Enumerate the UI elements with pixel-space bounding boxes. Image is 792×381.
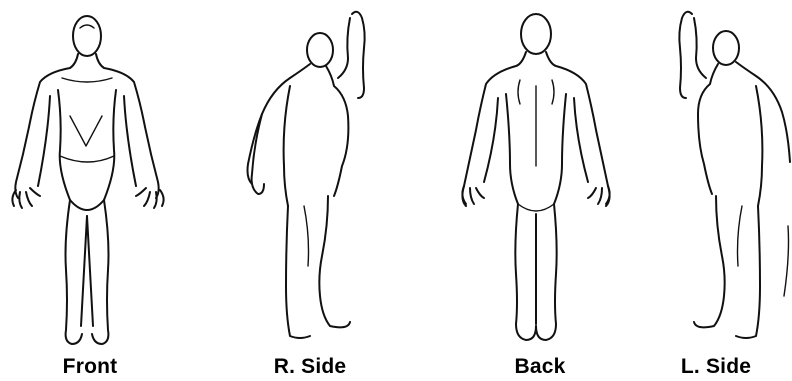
label-back: Back (450, 355, 630, 379)
left-side-body-outline (640, 6, 792, 356)
front-body-outline (0, 6, 180, 356)
figure-left-side: L. Side (640, 0, 792, 381)
label-front: Front (0, 355, 180, 379)
label-right-side: R. Side (220, 355, 400, 379)
figure-front: Front (0, 0, 180, 381)
figure-right-side: R. Side (220, 0, 400, 381)
label-left-side: L. Side (640, 355, 792, 379)
right-side-body-outline (220, 6, 400, 356)
back-body-outline (450, 6, 630, 356)
figure-back: Back (450, 0, 630, 381)
